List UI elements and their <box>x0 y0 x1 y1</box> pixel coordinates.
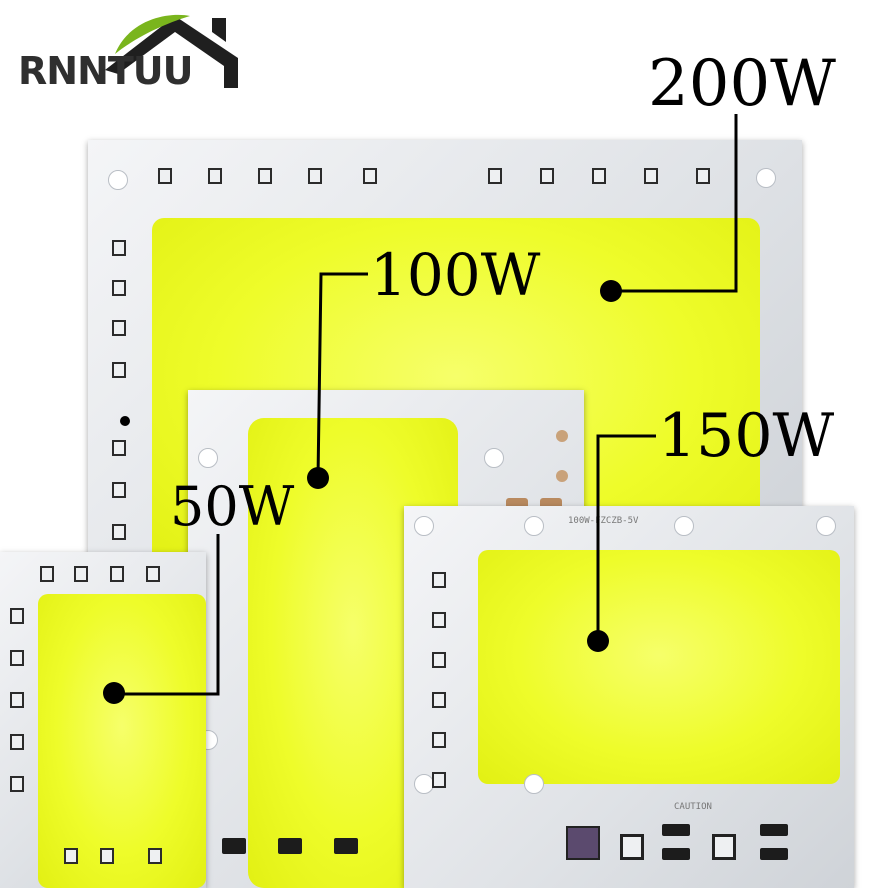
led-panel-50w <box>38 594 206 888</box>
label-100w: 100W <box>370 241 541 309</box>
marker-200w <box>600 280 622 302</box>
marker-150w <box>587 630 609 652</box>
board-50w <box>0 552 206 888</box>
mount-hole <box>484 448 504 468</box>
mount-hole <box>756 168 776 188</box>
house-roof-icon <box>105 14 238 88</box>
mount-hole <box>108 170 128 190</box>
mount-hole <box>524 774 544 794</box>
label-200w: 200W <box>648 47 836 121</box>
mount-hole <box>674 516 694 536</box>
mount-hole <box>524 516 544 536</box>
brand-name: RNNTUU <box>18 49 193 93</box>
marker-50w <box>103 682 125 704</box>
mount-hole <box>414 516 434 536</box>
caution-silkscreen: CAUTION <box>674 802 712 812</box>
marker-100w <box>307 467 329 489</box>
label-150w: 150W <box>658 401 835 471</box>
board-code-silkscreen: 100W-FZCZB-5V <box>568 516 639 526</box>
board-150w: 100W-FZCZB-5V CAUTION <box>404 506 854 888</box>
mount-hole <box>816 516 836 536</box>
led-panel-150w <box>478 550 840 784</box>
leaf-icon <box>115 14 190 54</box>
mount-hole <box>198 448 218 468</box>
label-50w: 50W <box>170 475 295 538</box>
